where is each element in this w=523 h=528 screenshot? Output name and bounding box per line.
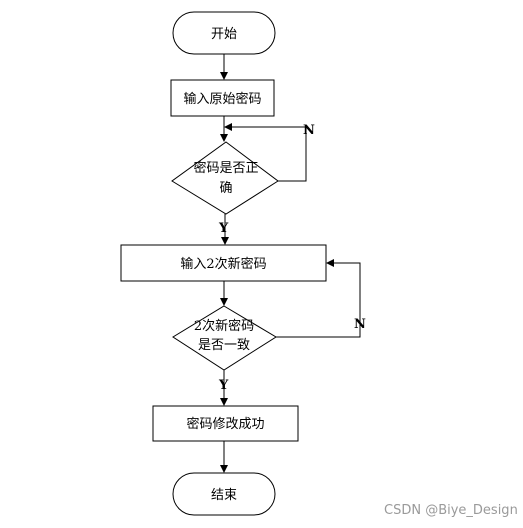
passwords-match-label-line2: 是否一致 — [198, 338, 250, 353]
csdn-watermark: CSDN @Biye_Design — [384, 503, 518, 518]
input-original-password-node: 输入原始密码 — [170, 79, 275, 117]
edge-label-check-match-no: N — [354, 317, 366, 332]
input-original-password-label: 输入原始密码 — [183, 91, 261, 107]
password-correct-label-line2: 确 — [219, 181, 232, 196]
end-label: 结束 — [211, 488, 237, 503]
edge-label-check-match-yes: Y — [218, 378, 229, 393]
input-new-password-twice-node: 输入2次新密码 — [120, 244, 327, 282]
passwords-match-decision: 2次新密码 是否一致 — [172, 305, 277, 371]
input-new-password-twice-label: 输入2次新密码 — [180, 256, 266, 272]
end-node: 结束 — [172, 472, 276, 516]
passwords-match-label-line1: 2次新密码 — [194, 318, 254, 334]
edge-label-check-password-yes: Y — [218, 221, 229, 236]
password-changed-label: 密码修改成功 — [186, 416, 264, 432]
password-correct-label-line1: 密码是否正 — [193, 160, 258, 176]
password-changed-node: 密码修改成功 — [152, 405, 299, 442]
start-node: 开始 — [172, 11, 276, 55]
edge-check-match-no-loop — [276, 259, 361, 338]
edge-label-check-password-no: N — [303, 123, 315, 138]
password-correct-decision: 密码是否正 确 — [171, 141, 279, 215]
edge-check-password-no-loop — [224, 123, 307, 182]
start-label: 开始 — [211, 27, 237, 42]
